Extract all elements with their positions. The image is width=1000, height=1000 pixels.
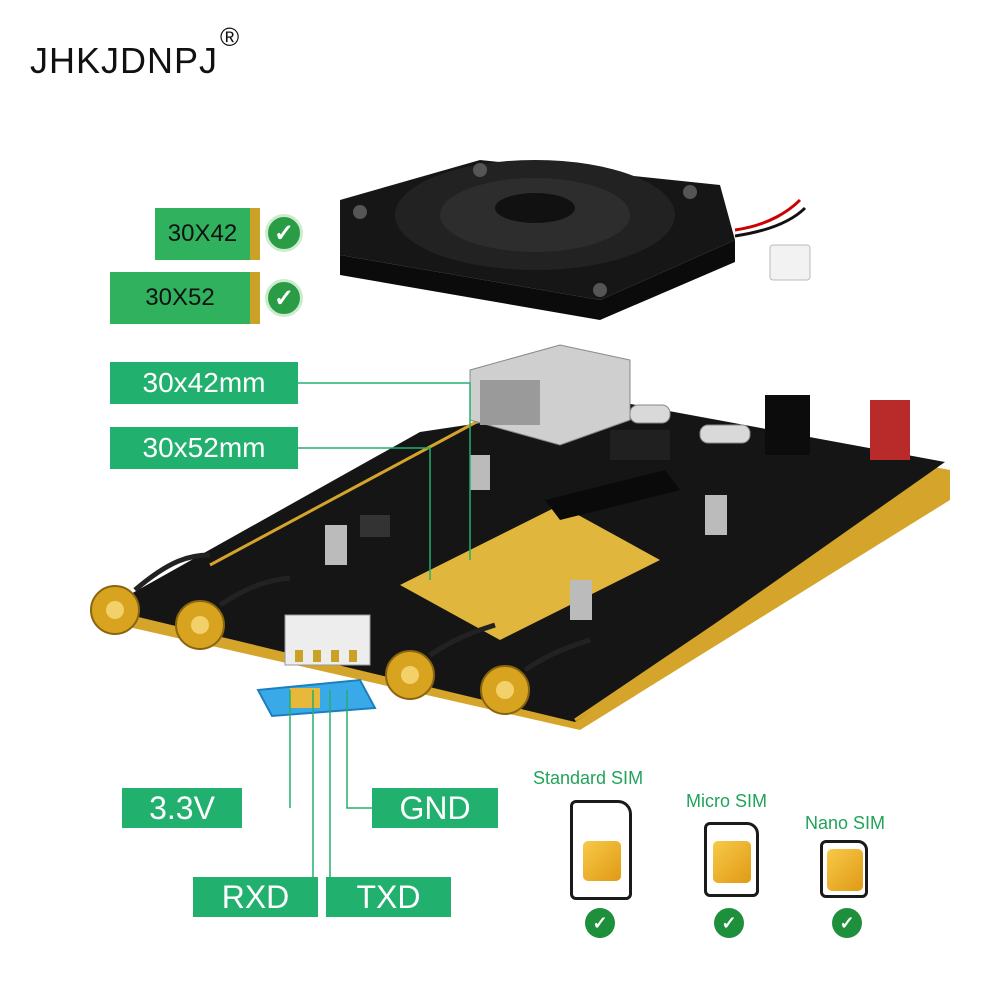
pin-text: 3.3V xyxy=(149,789,215,826)
check-icon: ✓ xyxy=(714,908,744,938)
leader-lines xyxy=(289,382,471,878)
check-icon: ✓ xyxy=(585,908,615,938)
pin-text: TXD xyxy=(356,878,421,915)
sim-type-label-micro: Micro SIM xyxy=(686,791,767,811)
pin-text: RXD xyxy=(221,878,290,915)
module-size-label: 30X52 xyxy=(145,284,215,311)
pcb-board xyxy=(90,344,950,730)
sim-type-label-standard: Standard SIM xyxy=(533,768,644,788)
check-icon: ✓ xyxy=(265,214,303,252)
dimension-label-30x52: 30x52mm xyxy=(110,427,298,469)
module-card-30x52: 30X52 xyxy=(110,272,260,324)
check-icon: ✓ xyxy=(832,908,862,938)
registered-mark: ® xyxy=(220,22,241,52)
pin-text: GND xyxy=(399,789,471,826)
check-icon: ✓ xyxy=(265,279,303,317)
module-size-label: 30X42 xyxy=(167,220,238,247)
standard-sim-icon xyxy=(570,800,632,900)
pin-label-gnd: GND xyxy=(372,788,498,828)
pin-label-txd: TXD xyxy=(326,877,451,917)
sim-type-label-nano: Nano SIM xyxy=(805,813,886,833)
module-card-30x42: 30X42 xyxy=(155,208,260,260)
brand-logo: JHKJDNPJ® xyxy=(30,22,240,82)
pin-label-3v3: 3.3V xyxy=(122,788,242,828)
dimension-label-30x42: 30x42mm xyxy=(110,362,298,404)
brand-name: JHKJDNPJ xyxy=(30,40,219,81)
cooling-fan-icon xyxy=(340,160,811,320)
micro-sim-icon xyxy=(704,822,759,897)
pin-label-rxd: RXD xyxy=(193,877,318,917)
dimension-text: 30x42mm xyxy=(142,367,266,398)
dimension-text: 30x52mm xyxy=(142,432,266,463)
nano-sim-icon xyxy=(820,840,868,898)
